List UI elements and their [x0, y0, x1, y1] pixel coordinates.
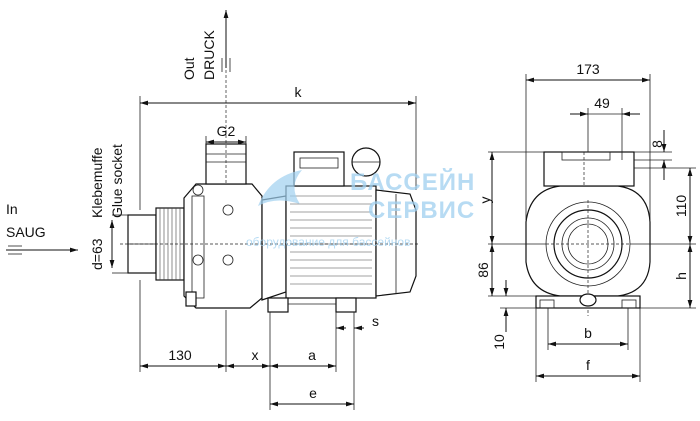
terminal-box [293, 151, 345, 187]
dim-g2-label: G2 [217, 123, 236, 139]
watermark-line1: БАССЕЙН [350, 168, 475, 196]
dim-g2: G2 [205, 123, 247, 145]
dim-130-label: 130 [168, 347, 192, 363]
dim-f: f [535, 308, 641, 382]
dim-10-label: 10 [491, 334, 507, 350]
dim-49-label: 49 [594, 95, 610, 111]
dim-e-label: e [309, 385, 317, 401]
drain-plug-front [579, 293, 597, 307]
watermark-line2: СЕРВИС [368, 197, 475, 224]
dim-b-label: b [584, 325, 592, 341]
dim-8: 8 [634, 130, 672, 180]
dim-173: 173 [525, 61, 651, 220]
front-view [525, 151, 651, 316]
dim-86: 86 [475, 244, 536, 297]
watermark-logo-icon [258, 170, 302, 206]
foot-rear [335, 297, 357, 313]
in-label: In [6, 201, 18, 217]
saug-label: SAUG [6, 224, 46, 240]
dim-s-label: s [372, 313, 379, 329]
dim-173-label: 173 [576, 61, 600, 77]
dim-f-label: f [586, 357, 590, 373]
drain-plug [185, 291, 197, 307]
watermark: БАССЕЙН СЕРВИС оборудование для бассейно… [246, 168, 475, 249]
d63-label: d=63 [89, 238, 105, 270]
dim-bottom-side: 130 x a e s [139, 280, 379, 410]
dim-k: k [139, 84, 417, 210]
side-view [120, 60, 420, 313]
inlet-flow-marker: In SAUG [6, 201, 78, 255]
dim-k-label: k [295, 84, 303, 100]
dim-a-label: a [308, 347, 316, 363]
dim-h: h [640, 244, 696, 309]
glue-socket-label: Glue socket [109, 144, 125, 218]
outlet-top [543, 151, 635, 187]
dim-86-label: 86 [475, 262, 491, 278]
druck-label: DRUCK [201, 30, 217, 80]
motor-body [285, 185, 377, 299]
dim-10: 10 [491, 280, 536, 350]
dim-y: y [477, 151, 546, 245]
dim-x-label: x [252, 347, 259, 363]
dim-110-label: 110 [673, 195, 689, 218]
out-label: Out [181, 57, 197, 80]
watermark-tagline: оборудование для бассейнов [246, 235, 410, 249]
outlet-flow-marker: Out DRUCK [181, 10, 231, 80]
dim-b: b [547, 308, 629, 350]
glue-socket-callout: d=63 Klebemuffe Glue socket [89, 144, 128, 274]
dim-y-label: y [477, 197, 493, 204]
dim-49: 49 [570, 95, 640, 160]
klebemuffe-label: Klebemuffe [89, 147, 105, 218]
dim-8-label: 8 [649, 140, 665, 148]
dim-h-label: h [673, 272, 689, 280]
foot-front [267, 297, 289, 313]
dim-110: 110 [630, 167, 696, 245]
